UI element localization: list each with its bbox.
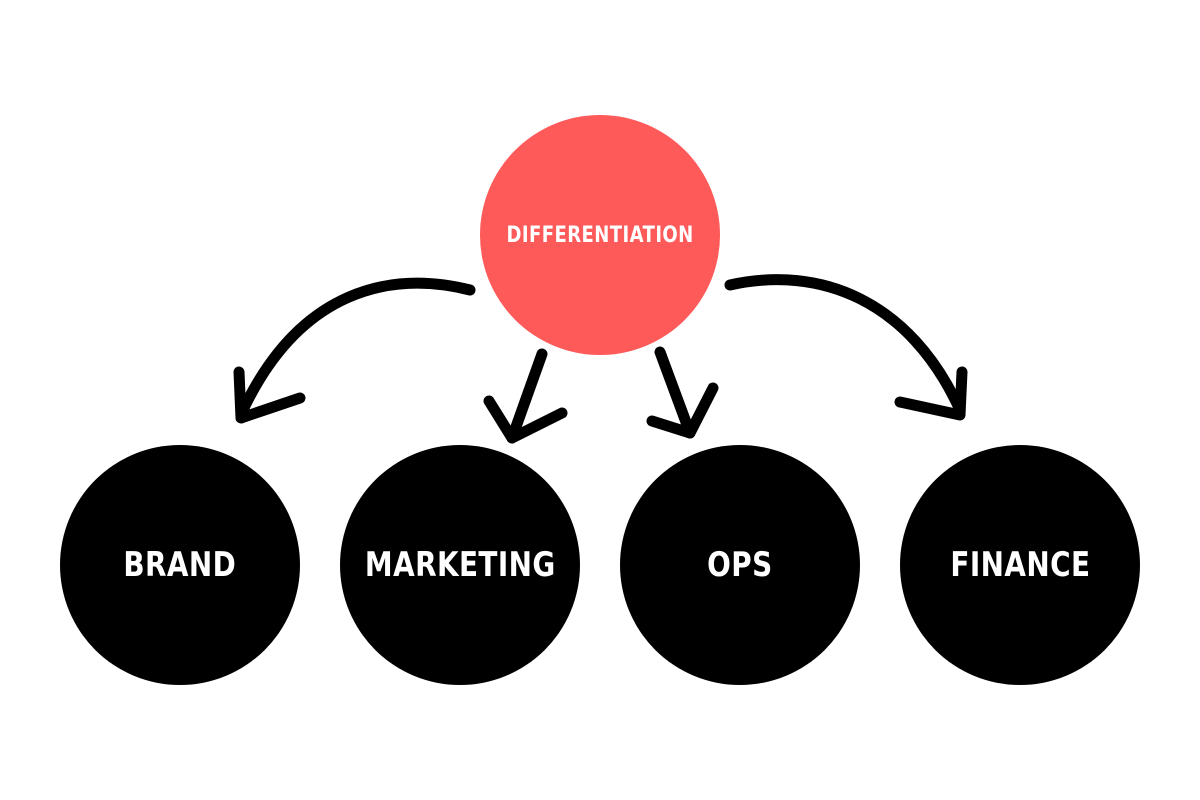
- child-node-label: FINANCE: [949, 545, 1091, 585]
- arrow-to-marketing-head: [483, 395, 568, 444]
- root-node-differentiation: DIFFERENTIATION: [480, 115, 720, 355]
- arrow-to-marketing: [483, 348, 568, 444]
- child-node-finance: FINANCE: [900, 445, 1140, 685]
- child-node-label: BRAND: [123, 545, 237, 585]
- arrow-to-ops-head: [646, 382, 719, 439]
- child-node-label: OPS: [707, 545, 773, 585]
- child-node-ops: OPS: [620, 445, 860, 685]
- arrow-to-ops-shaft: [654, 346, 696, 439]
- root-node-label: DIFFERENTIATION: [506, 222, 694, 248]
- child-node-label: MARKETING: [364, 545, 556, 585]
- arrow-to-brand-shaft: [237, 277, 476, 416]
- arrow-to-ops: [646, 346, 719, 439]
- arrow-to-marketing-shaft: [506, 348, 548, 444]
- arrow-to-finance-shaft: [724, 274, 966, 416]
- arrow-to-brand: [233, 277, 476, 424]
- arrow-to-finance: [724, 274, 968, 421]
- arrow-to-finance-head: [894, 366, 968, 421]
- child-node-marketing: MARKETING: [340, 445, 580, 685]
- child-node-brand: BRAND: [60, 445, 300, 685]
- arrow-to-brand-head: [233, 366, 306, 424]
